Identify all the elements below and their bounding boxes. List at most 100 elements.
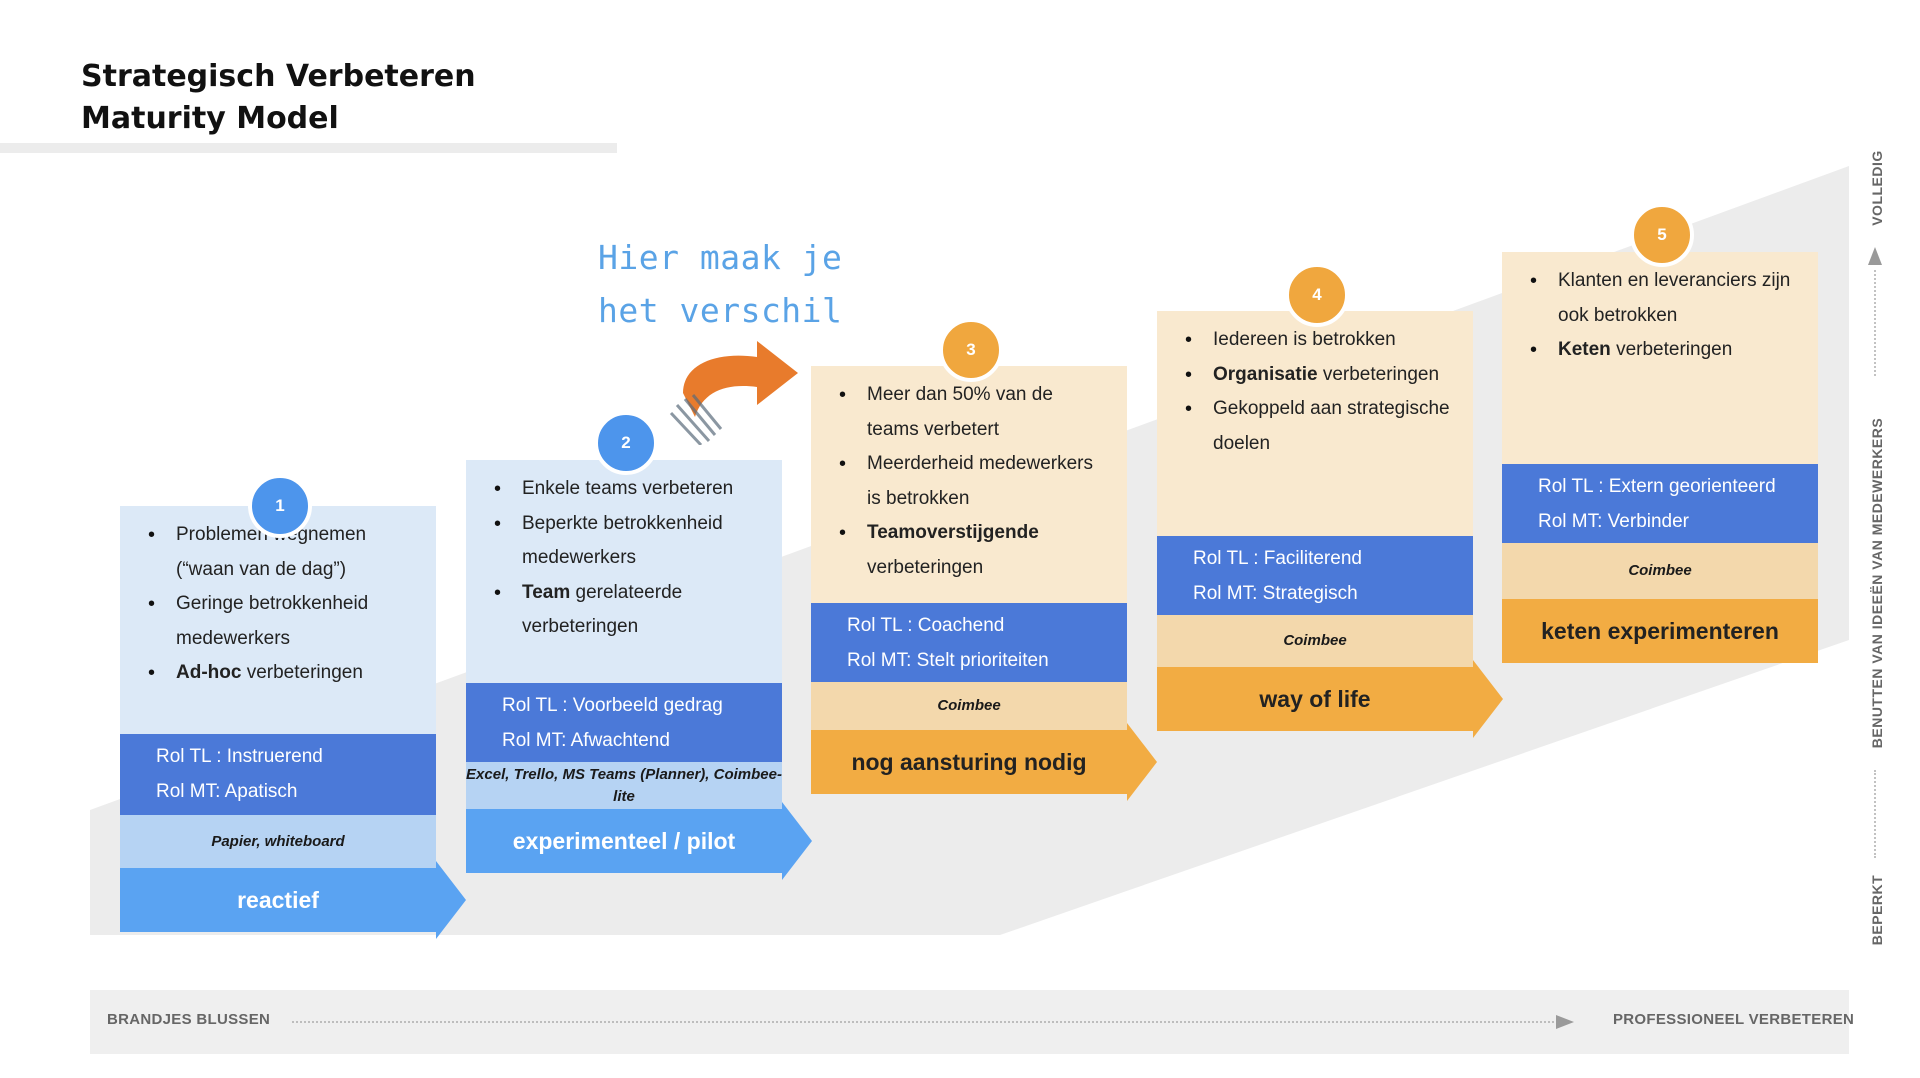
role-tl: Rol TL : Voorbeeld gedrag: [502, 695, 723, 716]
callout-line-2: het verschil: [598, 291, 843, 330]
x-axis-dotted-line: [292, 1021, 1554, 1023]
bullet-item: Geringe betrokkenheid medewerkers: [144, 587, 416, 656]
level-4-card: Iedereen is betrokkenOrganisatie verbete…: [1157, 263, 1503, 738]
bullet-emphasis: Ad-hoc: [176, 662, 242, 683]
level-3-badge: 3: [939, 318, 1003, 382]
bullet-item: Meerderheid medewerkers is betrokken: [835, 447, 1107, 516]
page-title: Strategisch Verbeteren Maturity Model: [81, 56, 476, 140]
bullet-text: verbeteringen: [867, 556, 984, 578]
level-5-stage: keten experimenteren: [1502, 599, 1818, 663]
callout-line-1: Hier maak je: [598, 238, 843, 277]
level-1-tools: Papier, whiteboard: [120, 815, 436, 868]
bullet-text: Geringe betrokkenheid medewerkers: [176, 593, 369, 649]
bullet-item: Gekoppeld aan strategische doelen: [1181, 392, 1453, 461]
y-axis-middle-label: BENUTTEN VAN IDEEËN VAN MEDEWERKERS: [1869, 417, 1885, 749]
level-2-stage: experimenteel / pilot: [466, 802, 812, 880]
bullet-text: Meerderheid medewerkers is betrokken: [867, 453, 1093, 509]
bullet-text: Gekoppeld aan strategische doelen: [1213, 398, 1450, 454]
level-5-bullets: Klanten en leveranciers zijn ook betrokk…: [1526, 264, 1798, 368]
level-1-stage: reactief: [120, 861, 466, 939]
level-3-tools: Coimbee: [811, 682, 1127, 730]
level-1-badge: 1: [248, 474, 312, 538]
role-mt: Rol MT: Afwachtend: [502, 729, 670, 751]
role-tl: Rol TL : Coachend: [847, 615, 1005, 636]
curved-arrow-icon: [669, 341, 798, 445]
role-mt: Rol MT: Verbinder: [1538, 510, 1690, 532]
title-line-2: Maturity Model: [81, 101, 339, 136]
level-5-description: Klanten en leveranciers zijn ook betrokk…: [1502, 252, 1818, 464]
stage-arrow-tip: [1473, 660, 1503, 738]
role-mt: Rol MT: Stelt prioriteiten: [847, 649, 1049, 671]
level-2-bullets: Enkele teams verbeterenBeperkte betrokke…: [490, 472, 762, 645]
bullet-text: Iedereen is betrokken: [1213, 329, 1396, 350]
y-axis-dotted-line-lower: [1874, 770, 1876, 858]
title-line-1: Strategisch Verbeteren: [81, 59, 476, 94]
level-4-roles: Rol TL : Faciliterend Rol MT: Strategisc…: [1157, 536, 1473, 615]
level-3-card: Meer dan 50% van de teams verbetertMeerd…: [811, 318, 1157, 801]
role-tl: Rol TL : Instruerend: [156, 746, 323, 767]
level-5-badge: 5: [1630, 203, 1694, 267]
stage-arrow-tip: [782, 802, 812, 880]
stage-label: way of life: [1259, 685, 1371, 712]
level-5-roles: Rol TL : Extern georienteerd Rol MT: Ver…: [1502, 464, 1818, 543]
level-4-tools: Coimbee: [1157, 615, 1473, 667]
level-2-description: Enkele teams verbeterenBeperkte betrokke…: [466, 460, 782, 683]
stage-arrow-tip: [1127, 723, 1157, 801]
level-4-bullets: Iedereen is betrokkenOrganisatie verbete…: [1181, 323, 1453, 461]
bullet-item: Iedereen is betrokken: [1181, 323, 1453, 358]
level-3-stage: nog aansturing nodig: [811, 723, 1157, 801]
level-3-description: Meer dan 50% van de teams verbetertMeerd…: [811, 366, 1127, 603]
title-underline: [0, 143, 617, 153]
bullet-item: Beperkte betrokkenheid medewerkers: [490, 507, 762, 576]
level-1-roles: Rol TL : Instruerend Rol MT: Apatisch: [120, 734, 436, 815]
y-axis-arrow-icon: [1868, 247, 1882, 265]
level-4-stage: way of life: [1157, 660, 1503, 738]
level-4-description: Iedereen is betrokkenOrganisatie verbete…: [1157, 311, 1473, 536]
role-tl: Rol TL : Faciliterend: [1193, 548, 1362, 569]
y-axis-dotted-line-upper: [1874, 270, 1876, 376]
stage-arrow-tip: [436, 861, 466, 939]
x-axis-arrow-icon: [1556, 1015, 1574, 1029]
bullet-emphasis: Keten: [1558, 339, 1611, 360]
callout-text: Hier maak je het verschil: [598, 231, 842, 337]
bullet-item: Team gerelateerde verbeteringen: [490, 576, 762, 645]
bullet-item: Organisatie verbeteringen: [1181, 358, 1453, 393]
bullet-item: Meer dan 50% van de teams verbetert: [835, 378, 1107, 447]
level-1-bullets: Problemen wegnemen (“waan van de dag”)Ge…: [144, 518, 416, 691]
stage-label: reactief: [237, 886, 319, 913]
bullet-item: Keten verbeteringen: [1526, 333, 1798, 368]
bullet-text: Meer dan 50% van de teams verbetert: [867, 384, 1053, 440]
bullet-text: Enkele teams verbeteren: [522, 478, 734, 499]
bullet-text: Beperkte betrokkenheid medewerkers: [522, 512, 723, 569]
level-1-card: Problemen wegnemen (“waan van de dag”)Ge…: [120, 474, 466, 939]
level-3-bullets: Meer dan 50% van de teams verbetertMeerd…: [835, 378, 1107, 585]
bullet-text: verbeteringen: [1610, 339, 1733, 360]
level-5-tools: Coimbee: [1502, 543, 1818, 599]
stage-label: keten experimenteren: [1541, 617, 1779, 644]
bullet-item: Ad-hoc verbeteringen: [144, 656, 416, 691]
stage-label: experimenteel / pilot: [512, 827, 736, 854]
y-axis-top-label: VOLLEDIG: [1869, 150, 1885, 226]
bullet-emphasis: Teamoverstijgende: [867, 522, 1039, 543]
bullet-item: Klanten en leveranciers zijn ook betrokk…: [1526, 264, 1798, 333]
x-axis-end-label: PROFESSIONEEL VERBETEREN: [1613, 1011, 1855, 1028]
role-tl: Rol TL : Extern georienteerd: [1538, 476, 1776, 497]
role-mt: Rol MT: Strategisch: [1193, 582, 1358, 604]
y-axis-bottom-label: BEPERKT: [1869, 874, 1885, 946]
level-3-roles: Rol TL : Coachend Rol MT: Stelt priorite…: [811, 603, 1127, 682]
stage-label: nog aansturing nodig: [851, 748, 1087, 775]
level-2-badge: 2: [594, 411, 658, 475]
bullet-item: Enkele teams verbeteren: [490, 472, 762, 507]
bullet-text: gerelateerde verbeteringen: [522, 581, 683, 638]
bullet-text: Klanten en leveranciers zijn ook betrokk…: [1558, 270, 1791, 326]
level-2-card: Enkele teams verbeterenBeperkte betrokke…: [466, 411, 812, 880]
level-2-tools: Excel, Trello, MS Teams (Planner), Coimb…: [466, 762, 782, 809]
bullet-emphasis: Team: [522, 581, 571, 603]
level-5-card: Klanten en leveranciers zijn ook betrokk…: [1502, 203, 1818, 663]
level-1-description: Problemen wegnemen (“waan van de dag”)Ge…: [120, 506, 436, 734]
bullet-text: verbeteringen: [1317, 363, 1440, 385]
bullet-item: Teamoverstijgende verbeteringen: [835, 516, 1107, 585]
x-axis-start-label: BRANDJES BLUSSEN: [107, 1011, 271, 1028]
level-4-badge: 4: [1285, 263, 1349, 327]
level-2-roles: Rol TL : Voorbeeld gedrag Rol MT: Afwach…: [466, 683, 782, 762]
